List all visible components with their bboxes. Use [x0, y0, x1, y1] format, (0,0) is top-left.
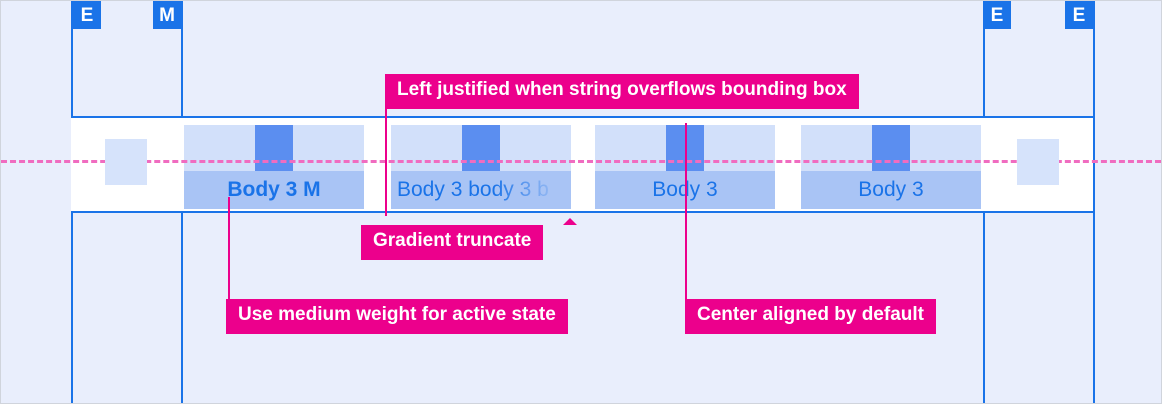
edge-block-right: [1017, 139, 1059, 185]
anno-center-aligned: Center aligned by default: [685, 299, 936, 334]
tab-label: Body 3: [858, 178, 924, 201]
anno-medium-weight-connector: [228, 197, 230, 299]
tab-icon-placeholder-icon: [255, 125, 293, 171]
tab-label-area: Body 3 body 3 b: [391, 171, 571, 209]
anno-left-justified-connector: [385, 104, 387, 216]
tab-body-3-m[interactable]: Body 3 M: [184, 125, 364, 209]
guide-right-outer-badge: E: [1065, 1, 1093, 29]
guide-left-inner-badge: M: [153, 1, 181, 29]
tab-body-3-last[interactable]: Body 3: [801, 125, 981, 209]
anno-center-aligned-connector: [685, 123, 687, 299]
tab-label: Body 3 body 3 b: [397, 178, 549, 201]
tab-label-area: Body 3 M: [184, 171, 364, 209]
guide-right-inner-badge: E: [983, 1, 1011, 29]
tab-strip-container: Body 3 M Body 3 body 3 b Body 3 Body 3: [71, 116, 1093, 213]
tab-label: Body 3: [652, 178, 718, 201]
guide-right-outer: [1093, 1, 1095, 403]
tab-overflow[interactable]: Body 3 body 3 b: [391, 125, 571, 209]
anno-gradient-truncate: Gradient truncate: [361, 225, 544, 260]
tab-label-area: Body 3: [801, 171, 981, 209]
tab-label: Body 3 M: [227, 178, 321, 201]
edge-block-left: [105, 139, 147, 185]
anno-medium-weight: Use medium weight for active state: [226, 299, 568, 334]
anno-left-justified: Left justified when string overflows bou…: [385, 74, 859, 109]
tab-icon-placeholder-icon: [872, 125, 910, 171]
tab-icon-placeholder-icon: [462, 125, 500, 171]
anno-gradient-truncate-arrow-icon: [563, 218, 577, 225]
vertical-center-guideline: [1, 160, 1161, 163]
guide-left-outer-badge: E: [73, 1, 101, 29]
